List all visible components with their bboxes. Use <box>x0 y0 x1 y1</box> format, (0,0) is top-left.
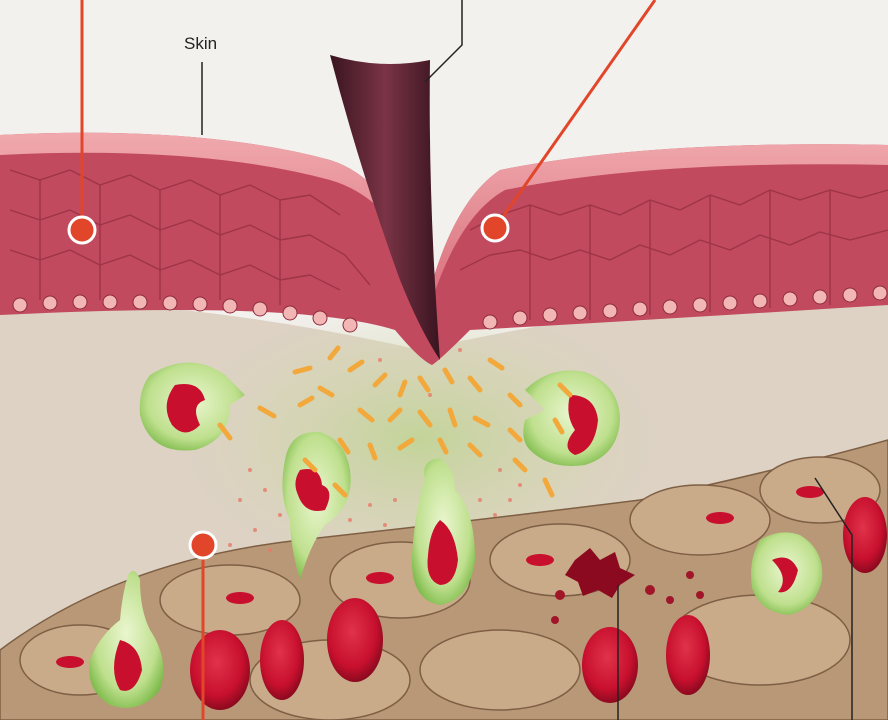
phagocyte-icon <box>523 370 620 466</box>
red-blood-cell-icon <box>190 630 250 710</box>
red-blood-cell-icon <box>327 598 383 682</box>
pointer-dot-icon <box>482 215 508 241</box>
red-blood-cell-icon <box>260 620 304 700</box>
red-blood-cell-icon <box>582 627 638 703</box>
skin-label: Skin <box>184 34 217 54</box>
pointer-dot-icon <box>69 217 95 243</box>
pointer-dot-icon <box>190 532 216 558</box>
red-blood-cell-icon <box>843 497 887 573</box>
red-blood-cell-icon <box>666 615 710 695</box>
